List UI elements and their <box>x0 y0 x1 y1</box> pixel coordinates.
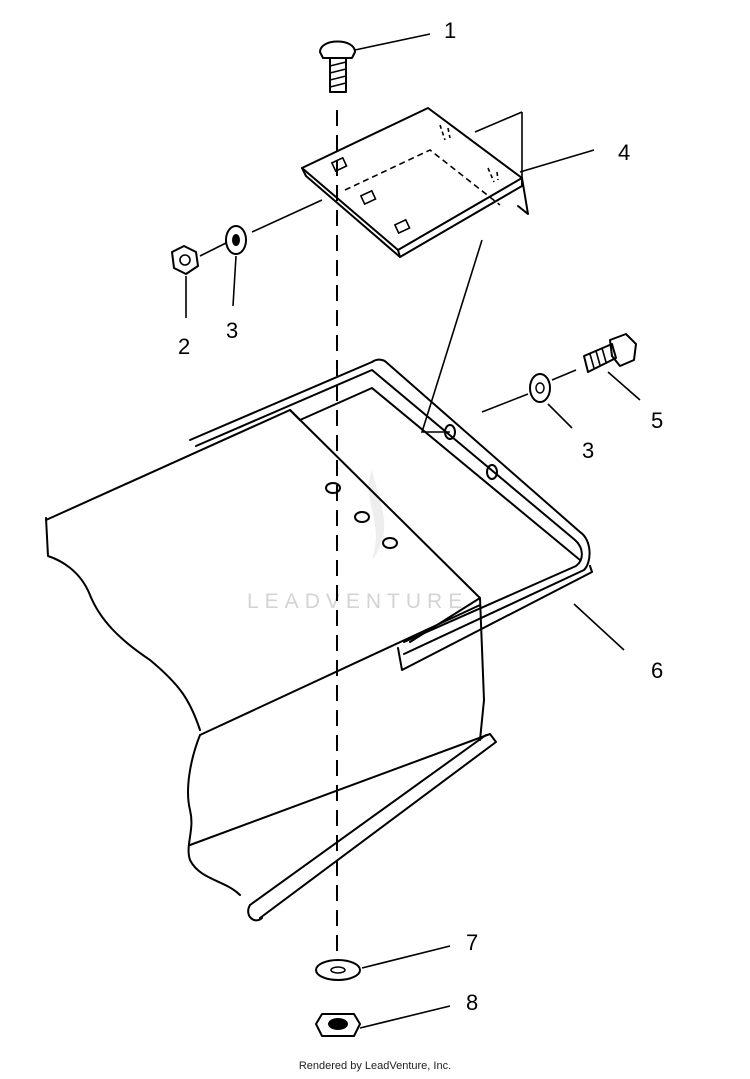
callout-6: 6 <box>651 658 663 683</box>
flat-washer-right <box>529 373 551 403</box>
callout-2: 2 <box>178 334 190 359</box>
callout-5: 5 <box>651 408 663 433</box>
flat-washer-left <box>225 225 247 255</box>
callout-4: 4 <box>618 140 630 165</box>
leader-lines <box>185 33 641 1029</box>
callout-3-right: 3 <box>582 438 594 463</box>
mounting-bracket <box>301 107 529 258</box>
tray-frame <box>45 239 593 922</box>
hex-bolt <box>583 333 637 373</box>
lock-nut <box>315 1013 361 1037</box>
callout-7: 7 <box>466 930 478 955</box>
watermark-text: LEADVENTURE <box>247 590 468 613</box>
carriage-bolt <box>319 40 356 93</box>
footer-credit: Rendered by LeadVenture, Inc. <box>298 1060 452 1072</box>
hex-nut <box>171 245 199 275</box>
callout-8: 8 <box>466 990 478 1015</box>
flat-washer-bottom <box>315 959 361 981</box>
watermark: LEADVENTURE <box>247 470 468 613</box>
callout-1: 1 <box>444 18 456 43</box>
callout-3-left: 3 <box>226 318 238 343</box>
